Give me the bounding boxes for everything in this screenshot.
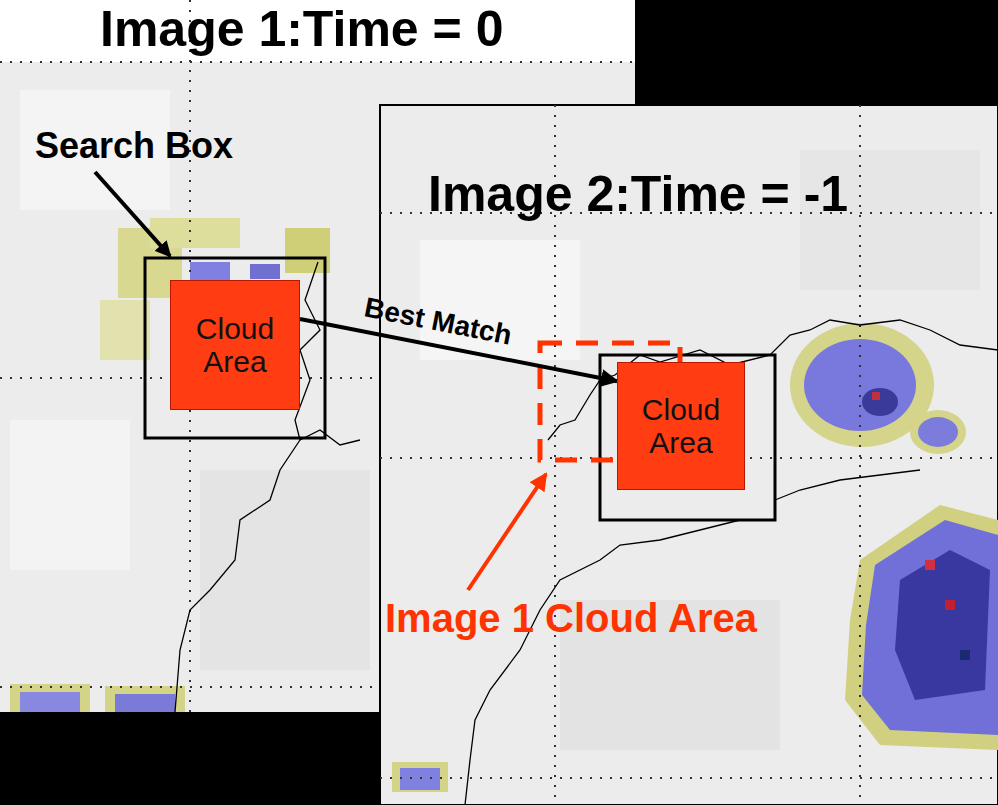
image-1-clouds-part	[150, 218, 240, 248]
image-1-search-box-part	[145, 258, 325, 438]
image-2-clouds-part	[845, 505, 998, 750]
image-2-search-box-part	[600, 355, 775, 520]
image-panel: Image 2:Time = -1 Cloud Area	[380, 105, 998, 805]
image-1-ground-part	[0, 0, 635, 62]
callout-label: Image 1 Cloud Area	[385, 596, 757, 640]
image-1-clouds-part	[115, 694, 175, 712]
image-1-clouds-part	[10, 684, 90, 712]
image-2-grid-part	[380, 777, 998, 779]
image-2-ground	[380, 105, 998, 805]
leader-arrows-part	[468, 474, 546, 590]
image-1-ground-part	[10, 420, 130, 570]
image-2-ground-part	[380, 105, 998, 805]
image-2-grid-part	[859, 105, 861, 805]
image-1-search-box	[145, 258, 325, 438]
image-2-clouds-part	[910, 410, 966, 454]
panel-title: Image 1:Time = 0	[100, 2, 503, 57]
image-1-clouds-part	[285, 228, 330, 273]
image-2-clouds-part	[918, 417, 958, 447]
image-1-clouds-part	[250, 264, 280, 279]
callout-label: Search Box	[35, 126, 233, 166]
cloud-area-box: Cloud Area	[617, 362, 745, 490]
image-1-grid-part	[0, 61, 635, 63]
image-1-clouds-part	[190, 262, 230, 280]
image-1-clouds-part	[100, 300, 150, 360]
image-1-clouds-part	[20, 692, 80, 712]
image-2-clouds-part	[945, 600, 955, 610]
leader-arrows	[95, 172, 546, 590]
image-2-search-box	[600, 355, 775, 520]
panel-title: Image 2:Time = -1	[428, 167, 848, 222]
image-1-clouds	[10, 218, 330, 712]
image-2-clouds-part	[925, 560, 935, 570]
cloud-label: Cloud Area	[626, 393, 736, 459]
image-2-coastline-part	[465, 520, 775, 805]
leader-arrows-part	[95, 172, 170, 256]
image-2-clouds	[392, 323, 998, 792]
image-1-coastline	[175, 262, 360, 712]
image-2-coastline	[465, 320, 998, 805]
image-2-clouds-part	[960, 650, 970, 660]
cloud-area-box: Cloud Area	[170, 280, 300, 410]
image-2-grid	[380, 105, 998, 805]
image-2-clouds-part	[872, 392, 880, 400]
image-2-clouds-part	[895, 550, 990, 700]
image-1-ground-part	[200, 470, 370, 670]
cloud-label: Cloud Area	[180, 312, 290, 378]
image-1-clouds-part	[105, 686, 185, 712]
image-2-clouds-part	[862, 520, 998, 735]
image-1-grid-part	[0, 686, 380, 688]
image-2-coastline-part	[775, 470, 920, 500]
image-2-clouds-part	[862, 388, 898, 416]
